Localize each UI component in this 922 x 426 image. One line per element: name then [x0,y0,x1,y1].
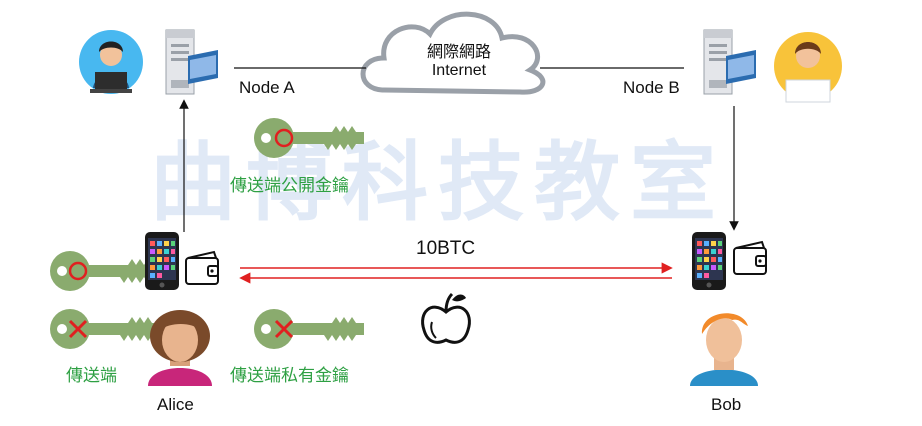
cloud-label-chinese: 網際網路 [426,44,491,61]
wallet-icon-bob [733,241,767,275]
private-key-icon [254,309,364,349]
cloud-label-internet: Internet [431,62,487,79]
user-at-laptop-icon-b [774,32,842,103]
watermark: 曲博科技教室 [150,133,726,233]
user-at-laptop-icon [79,30,143,94]
sender-label: 傳送端 [66,366,117,385]
key-icon-public [50,251,160,291]
transaction-amount: 10BTC [416,238,476,259]
smartphone-icon-alice [145,232,179,290]
bob-label: Bob [711,395,742,414]
server-icon-node-b [703,29,757,95]
cloud-icon [360,11,546,95]
server-icon-node-a [165,29,219,95]
apple-icon [421,292,471,344]
public-key-icon [254,118,364,158]
person-icon-alice [148,310,212,386]
node-b-label: Node B [623,78,680,97]
wallet-icon-alice [185,251,219,285]
key-icon-sender [50,309,160,349]
sender-private-key-label: 傳送端私有金鑰 [230,366,349,385]
node-a-label: Node A [239,78,295,97]
alice-label: Alice [157,395,194,414]
sender-public-key-label: 傳送端公開金鑰 [230,176,349,195]
smartphone-icon-bob [692,232,726,290]
person-icon-bob [690,313,758,386]
